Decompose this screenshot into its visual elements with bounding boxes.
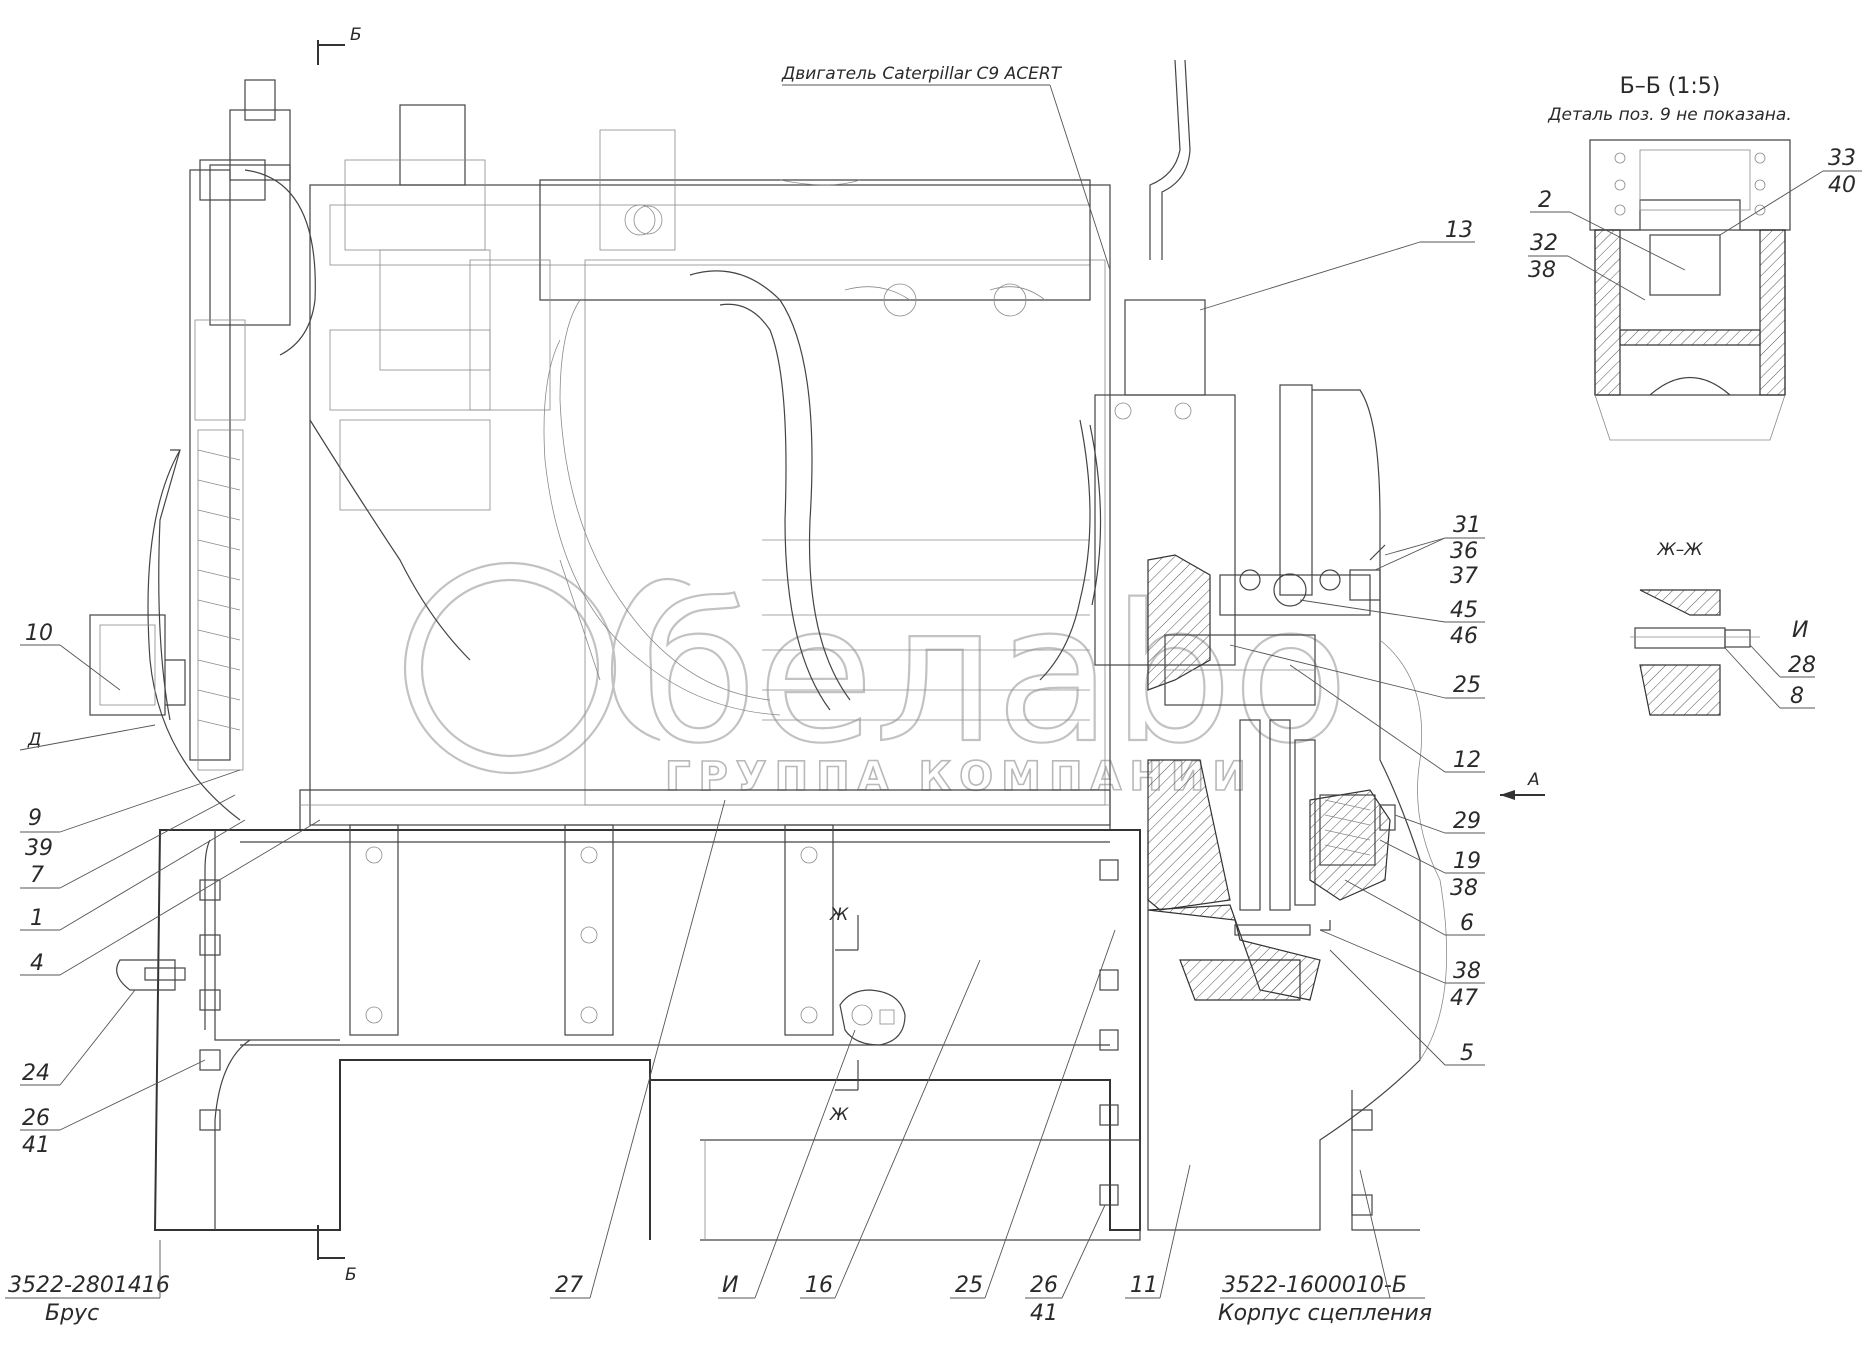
- section-zh-title: Ж–Ж: [1656, 540, 1703, 560]
- callout-38-b: 38: [1453, 959, 1481, 984]
- callout-45: 45: [1450, 598, 1478, 623]
- callout-2: 2: [1538, 188, 1552, 213]
- callout-36: 36: [1450, 539, 1478, 564]
- callout-25-bottom: 25: [955, 1273, 983, 1298]
- callout-41-left: 41: [22, 1133, 50, 1158]
- cut-mark-d: Д: [27, 730, 41, 750]
- engine-label: Двигатель Caterpillar C9 ACERT: [781, 64, 1063, 84]
- callout-4: 4: [30, 951, 44, 976]
- callout-38-a: 38: [1450, 876, 1478, 901]
- beam-frame: [116, 824, 1141, 1241]
- callout-24: 24: [22, 1061, 50, 1086]
- callout-26-bottom: 26: [1030, 1273, 1058, 1298]
- callout-38-c: 38: [1528, 258, 1556, 283]
- callout-47: 47: [1450, 986, 1478, 1011]
- callout-28: 28: [1788, 653, 1816, 678]
- section-zh: Ж–Ж: [1630, 540, 1760, 716]
- callout-7: 7: [30, 863, 44, 888]
- cut-mark-b-top: Б: [350, 25, 362, 45]
- cut-mark-zh-top: Ж: [829, 905, 849, 925]
- callout-33: 33: [1828, 146, 1856, 171]
- cut-mark-b-bottom: Б: [345, 1265, 357, 1285]
- callout-39: 39: [25, 836, 53, 861]
- callout-i-zh: И: [1792, 618, 1808, 643]
- callout-12: 12: [1453, 748, 1481, 773]
- callout-41-bottom: 41: [1030, 1301, 1058, 1326]
- clutch-housing-code: 3522-1600010-Б: [1222, 1273, 1407, 1298]
- callout-10: 10: [25, 621, 53, 646]
- callout-1: 1: [30, 906, 44, 931]
- section-bb-title: Б–Б (1:5): [1620, 74, 1721, 99]
- callout-8: 8: [1790, 684, 1804, 709]
- clutch-housing-name: Корпус сцепления: [1218, 1301, 1432, 1326]
- beam-name: Брус: [45, 1301, 99, 1326]
- watermark: белаbo ГРУППА КОМПАНИИ: [403, 561, 1350, 801]
- cut-mark-a: А: [1527, 770, 1540, 790]
- callout-5: 5: [1460, 1041, 1474, 1066]
- callout-i: И: [722, 1273, 738, 1298]
- section-bb-note: Деталь поз. 9 не показана.: [1547, 105, 1792, 125]
- callout-16: 16: [805, 1273, 833, 1298]
- callout-11: 11: [1130, 1273, 1158, 1298]
- section-bb: Б–Б (1:5) Деталь поз. 9 не показана.: [1547, 74, 1792, 441]
- callout-19: 19: [1453, 849, 1481, 874]
- callout-26-left: 26: [22, 1106, 50, 1131]
- callout-29: 29: [1453, 809, 1481, 834]
- watermark-logo: белаbo: [640, 564, 1349, 785]
- callout-13: 13: [1445, 218, 1473, 243]
- callout-27: 27: [555, 1273, 583, 1298]
- callout-40: 40: [1828, 173, 1856, 198]
- callout-6: 6: [1460, 911, 1474, 936]
- clutch-housing: [1147, 544, 1448, 1231]
- beam-code: 3522-2801416: [8, 1273, 170, 1298]
- callout-46: 46: [1450, 624, 1478, 649]
- cut-mark-zh-bottom: Ж: [829, 1105, 849, 1125]
- engine-assembly: [89, 59, 1381, 831]
- callout-25-right: 25: [1453, 673, 1481, 698]
- cut-marks: Б Б Ж Ж Д А: [19, 25, 1545, 1285]
- callout-32: 32: [1530, 231, 1558, 256]
- callout-9: 9: [28, 806, 42, 831]
- callout-37: 37: [1450, 564, 1478, 589]
- callouts: Двигатель Caterpillar C9 ACERT 13 10 9 3…: [5, 64, 1862, 1326]
- callout-31: 31: [1453, 513, 1481, 538]
